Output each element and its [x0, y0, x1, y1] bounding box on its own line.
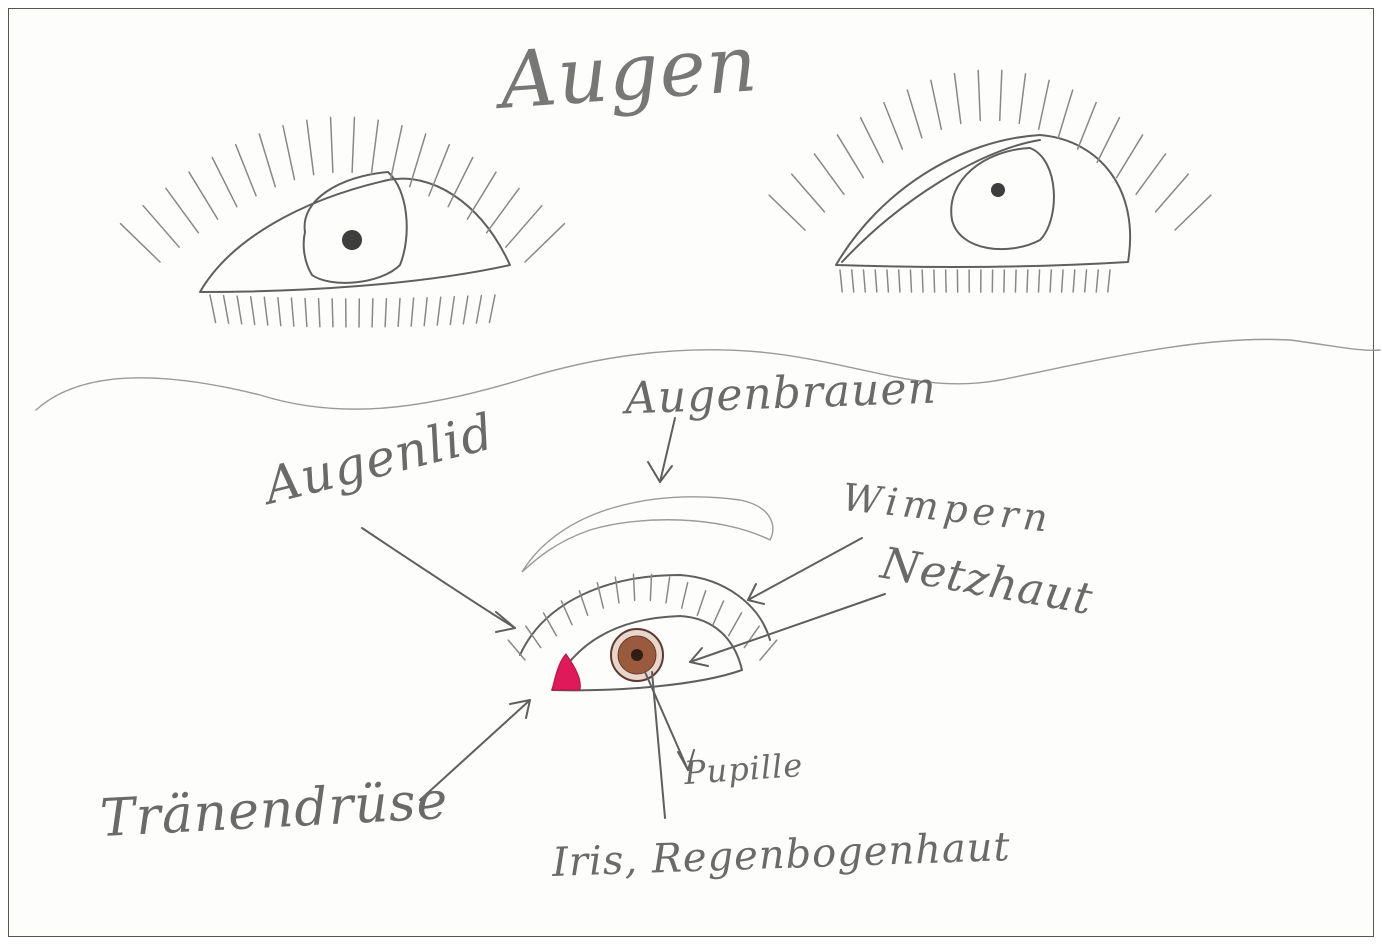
eyelash-stroke — [264, 297, 267, 325]
eyelash-stroke — [1108, 270, 1110, 292]
eyelash-stroke — [875, 270, 877, 292]
eyelash-stroke — [1058, 90, 1073, 138]
eyelash-stroke — [561, 601, 572, 625]
eyelash-stroke — [1136, 154, 1166, 194]
label-eyebrow: Augenbrauen — [624, 363, 937, 425]
eyelash-stroke — [352, 117, 354, 172]
eyelash-stroke — [887, 270, 888, 292]
eyelash-stroke — [814, 154, 844, 194]
eyelash-stroke — [1019, 74, 1025, 124]
eyelash-stroke — [278, 298, 281, 326]
eyelash-stroke — [210, 295, 216, 322]
eyelash-stroke — [251, 297, 255, 325]
eyelash-stroke — [840, 270, 842, 292]
eyelash-stroke — [291, 298, 293, 326]
eyelash-stroke — [863, 270, 865, 292]
eyelash-stroke — [931, 80, 941, 129]
eyelash-stroke — [307, 120, 314, 175]
eyelash-stroke — [424, 298, 427, 326]
eyelash-stroke — [884, 103, 902, 149]
eyelash-stroke — [1050, 270, 1051, 292]
eyelash-stroke — [1062, 270, 1063, 292]
tear-gland-shape — [552, 654, 580, 690]
eyelash-stroke — [1039, 270, 1040, 292]
eyelash-stroke — [372, 299, 373, 327]
eyelash-stroke — [506, 206, 542, 248]
eyelash-stroke — [729, 613, 742, 636]
eyelash-stroke — [1175, 195, 1211, 230]
eyelash-stroke — [476, 296, 481, 324]
eyelash-stroke — [437, 297, 440, 325]
eyelash-stroke — [1085, 270, 1087, 292]
eyelash-stroke — [1096, 270, 1098, 292]
eyelash-stroke — [907, 90, 922, 138]
eyelash-stroke — [166, 188, 198, 232]
eyelash-stroke — [744, 626, 759, 647]
eyelash-stroke — [682, 583, 688, 608]
eyelash-stroke — [697, 591, 705, 616]
eyelash-stroke — [1039, 80, 1049, 129]
eyelash-stroke — [305, 298, 307, 326]
eyelash-stroke — [899, 270, 900, 292]
eyelash-stroke — [1156, 174, 1189, 212]
eyelash-stroke — [713, 601, 724, 625]
eyelash-stroke — [121, 224, 160, 262]
eyelash-stroke — [1078, 103, 1096, 149]
eyelash-stroke — [332, 299, 333, 327]
eyelash-stroke — [237, 296, 242, 324]
right-eye-sketch — [769, 70, 1211, 292]
eyelash-stroke — [934, 270, 935, 292]
eyelash-stroke — [861, 118, 883, 163]
eyelash-stroke — [487, 188, 519, 232]
eyelash-stroke — [410, 134, 426, 187]
eyelash-stroke — [792, 174, 825, 212]
eyelash-stroke — [837, 135, 863, 178]
eyelash-stroke — [450, 297, 454, 325]
eyelash-stroke — [467, 172, 496, 219]
eyelash-stroke — [1000, 70, 1002, 120]
eyelash-stroke — [769, 195, 805, 230]
eyelash-stroke — [1117, 135, 1143, 178]
left-eye-sketch — [121, 117, 565, 327]
eyelash-stroke — [398, 298, 400, 326]
eyelash-stroke — [224, 296, 229, 324]
eyelash-stroke — [385, 299, 386, 327]
eyelash-stroke — [666, 577, 670, 603]
eyelash-stroke — [525, 224, 564, 262]
eyelash-stroke — [1027, 270, 1028, 292]
eyelash-stroke — [259, 134, 275, 187]
page-title: Augen — [497, 19, 761, 127]
eyelash-stroke — [391, 126, 402, 180]
eyelash-stroke — [1015, 270, 1016, 292]
eyelash-stroke — [852, 270, 854, 292]
eyelash-stroke — [526, 626, 541, 647]
eyelash-stroke — [411, 298, 413, 326]
eyelash-stroke — [489, 295, 495, 322]
eyelash-stroke — [463, 296, 468, 324]
eyebrow-shape — [522, 497, 773, 572]
eyelash-stroke — [371, 120, 378, 175]
eyelash-stroke — [189, 172, 218, 219]
labeled-eye — [362, 418, 885, 818]
eyelash-stroke — [319, 299, 320, 327]
eyelash-stroke — [760, 640, 777, 660]
eyelash-stroke — [236, 145, 256, 196]
eyelash-stroke — [212, 158, 237, 207]
eyelash-stroke — [910, 270, 911, 292]
eyelash-stroke — [978, 70, 980, 120]
eyelash-stroke — [954, 74, 960, 124]
eyelash-stroke — [283, 126, 294, 180]
eyelash-stroke — [650, 574, 651, 600]
eyelash-stroke — [1073, 270, 1075, 292]
eyelash-stroke — [331, 117, 333, 172]
eyelash-stroke — [1097, 118, 1119, 163]
eyelash-stroke — [143, 206, 179, 248]
label-arrows — [362, 418, 885, 818]
eyelash-stroke — [922, 270, 923, 292]
